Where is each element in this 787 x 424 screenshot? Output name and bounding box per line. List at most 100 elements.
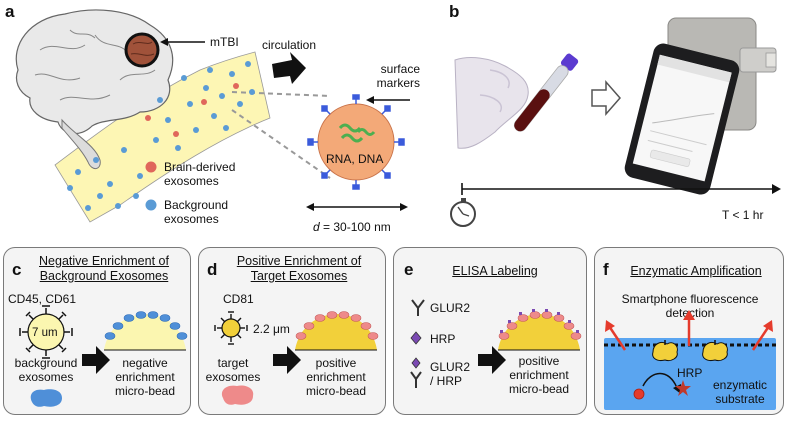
- panel-d: d Positive Enrichment of Target Exosomes…: [198, 247, 386, 415]
- panel-d-exosome-line1: target: [217, 356, 249, 370]
- background-exosome-dot: [211, 113, 217, 119]
- background-exosome-legend-dot: [145, 199, 157, 211]
- glur2-hrp-conjugate-icon: [410, 357, 422, 388]
- background-exosome-dot: [229, 71, 235, 77]
- panel-f-substrate-label: enzymatic substrate: [703, 378, 777, 406]
- blood-tube-icon: [513, 53, 579, 132]
- background-exosome-dot: [93, 157, 99, 163]
- panel-c: c Negative Enrichment of Background Exos…: [3, 247, 191, 415]
- size-label-prefix: d: [313, 220, 320, 234]
- panel-d-bead-line2: enrichment: [306, 370, 366, 384]
- background-exosome-dot: [137, 173, 143, 179]
- background-exosome-dot: [115, 203, 121, 209]
- panel-c-bead-label: negative enrichment micro-bead: [102, 356, 188, 398]
- rna-dna-label: RNA, DNA: [326, 152, 384, 166]
- background-exosome-dot: [153, 137, 159, 143]
- surface-markers-line1: surface: [380, 62, 420, 76]
- circulation-arrow: [272, 52, 306, 84]
- negative-enrichment-bead: [104, 314, 186, 350]
- panel-e-bead-label: positive enrichment micro-bead: [496, 354, 582, 396]
- brain-exosome-legend-dot: [145, 161, 157, 173]
- background-legend-line2: exosomes: [164, 212, 219, 226]
- fluorescence-arrows: [605, 310, 773, 332]
- panel-c-bead-line2: enrichment: [115, 370, 175, 384]
- background-exosome-dot: [133, 193, 139, 199]
- panel-letter-e: e: [404, 260, 414, 279]
- panel-f-hrp-label: HRP: [677, 366, 703, 380]
- background-exosome-dot: [165, 117, 171, 123]
- panel-f-substrate-line2: substrate: [715, 392, 765, 406]
- background-exosome-dot: [193, 127, 199, 133]
- panel-d-graphics: [214, 311, 379, 405]
- glur2-antibody-icon: [411, 299, 425, 316]
- panel-c-exosome-line2: exosomes: [18, 370, 74, 384]
- circulation-label: circulation: [262, 38, 317, 52]
- panel-d-marker: CD81: [223, 292, 254, 306]
- background-exosome-dot: [97, 193, 103, 199]
- time-label: T < 1 hr: [722, 208, 764, 222]
- product-star: [675, 380, 691, 396]
- panel-e-bead-line1: positive: [518, 354, 560, 368]
- background-legend-line1: Background: [164, 198, 229, 212]
- brain-legend-line2: exosomes: [164, 174, 219, 188]
- labeled-bead: [498, 314, 580, 350]
- positive-enrichment-bead: [295, 314, 377, 350]
- background-legend-label: Background exosomes: [164, 198, 228, 226]
- panel-letter-f: f: [603, 260, 609, 279]
- stopwatch-icon: [450, 198, 476, 227]
- panel-c-bead-line1: negative: [122, 356, 168, 370]
- background-exosome-dot: [187, 101, 193, 107]
- panel-d-bead-line1: positive: [315, 356, 357, 370]
- panel-c-exosome-label: background exosomes: [10, 356, 82, 384]
- panel-letter-b: b: [449, 2, 460, 21]
- panel-d-arrow: [273, 346, 301, 374]
- hrp-enzyme-icon: [652, 341, 728, 361]
- surface-markers-line2: markers: [376, 76, 420, 90]
- panel-c-exosome-line1: background: [14, 356, 78, 370]
- background-exosome-dot: [203, 85, 209, 91]
- panel-d-title-line2: Target Exosomes: [250, 269, 348, 283]
- size-label: d = 30-100 nm: [313, 220, 391, 234]
- size-label-value: = 30-100 nm: [319, 220, 391, 234]
- background-exosome-dot: [67, 185, 73, 191]
- substrate-molecule: [633, 388, 645, 400]
- substrate-well: [604, 338, 776, 410]
- panel-c-bead-line3: micro-bead: [114, 384, 176, 398]
- injury-site: [124, 32, 160, 68]
- background-exosome-dot: [207, 67, 213, 73]
- panel-e-hrp-label: HRP: [430, 332, 456, 346]
- panel-f-graphics: [604, 310, 776, 410]
- blood-vessel: [54, 51, 271, 223]
- background-exosome-dot: [223, 125, 229, 131]
- brain-exosome-dot: [145, 115, 151, 121]
- background-exosome-blob: [30, 389, 62, 407]
- background-exosome-dot: [75, 169, 81, 175]
- panel-e-glur2-hrp-label: GLUR2 / HRP: [430, 360, 470, 388]
- panel-letter-c: c: [12, 260, 22, 279]
- brain-legend-label: Brain-derived exosomes: [164, 160, 235, 188]
- panel-c-title: Negative Enrichment of Background Exosom…: [4, 254, 190, 284]
- panel-c-arrow: [82, 346, 110, 374]
- brain-legend-line1: Brain-derived: [164, 160, 236, 174]
- hrp-diamond-icon: [410, 331, 422, 345]
- gloved-hand-icon: [454, 57, 529, 149]
- background-exosome-dot: [181, 75, 187, 81]
- background-exosome-dot: [107, 181, 113, 187]
- panel-d-exosome-line2: exosomes: [205, 370, 261, 384]
- panel-e: e ELISA Labeling GLUR2 HRP GLUR2 / HRP: [393, 247, 587, 415]
- background-exosome-dot: [175, 145, 181, 151]
- panel-e-title: ELISA Labeling: [452, 264, 538, 278]
- mtbi-label: mTBI: [210, 35, 239, 49]
- panel-e-glur2-hrp-line1: GLUR2: [430, 360, 471, 374]
- panel-f-title: Enzymatic Amplification: [630, 264, 762, 278]
- panel-c-title-line1: Negative Enrichment of: [39, 254, 169, 268]
- panel-e-glur2-label: GLUR2: [430, 301, 471, 315]
- brain-exosome-dot: [201, 99, 207, 105]
- brain-exosome-dot: [173, 131, 179, 137]
- background-exosome-dot: [157, 97, 163, 103]
- background-exosome-dot: [219, 93, 225, 99]
- panel-c-graphics: [19, 305, 188, 407]
